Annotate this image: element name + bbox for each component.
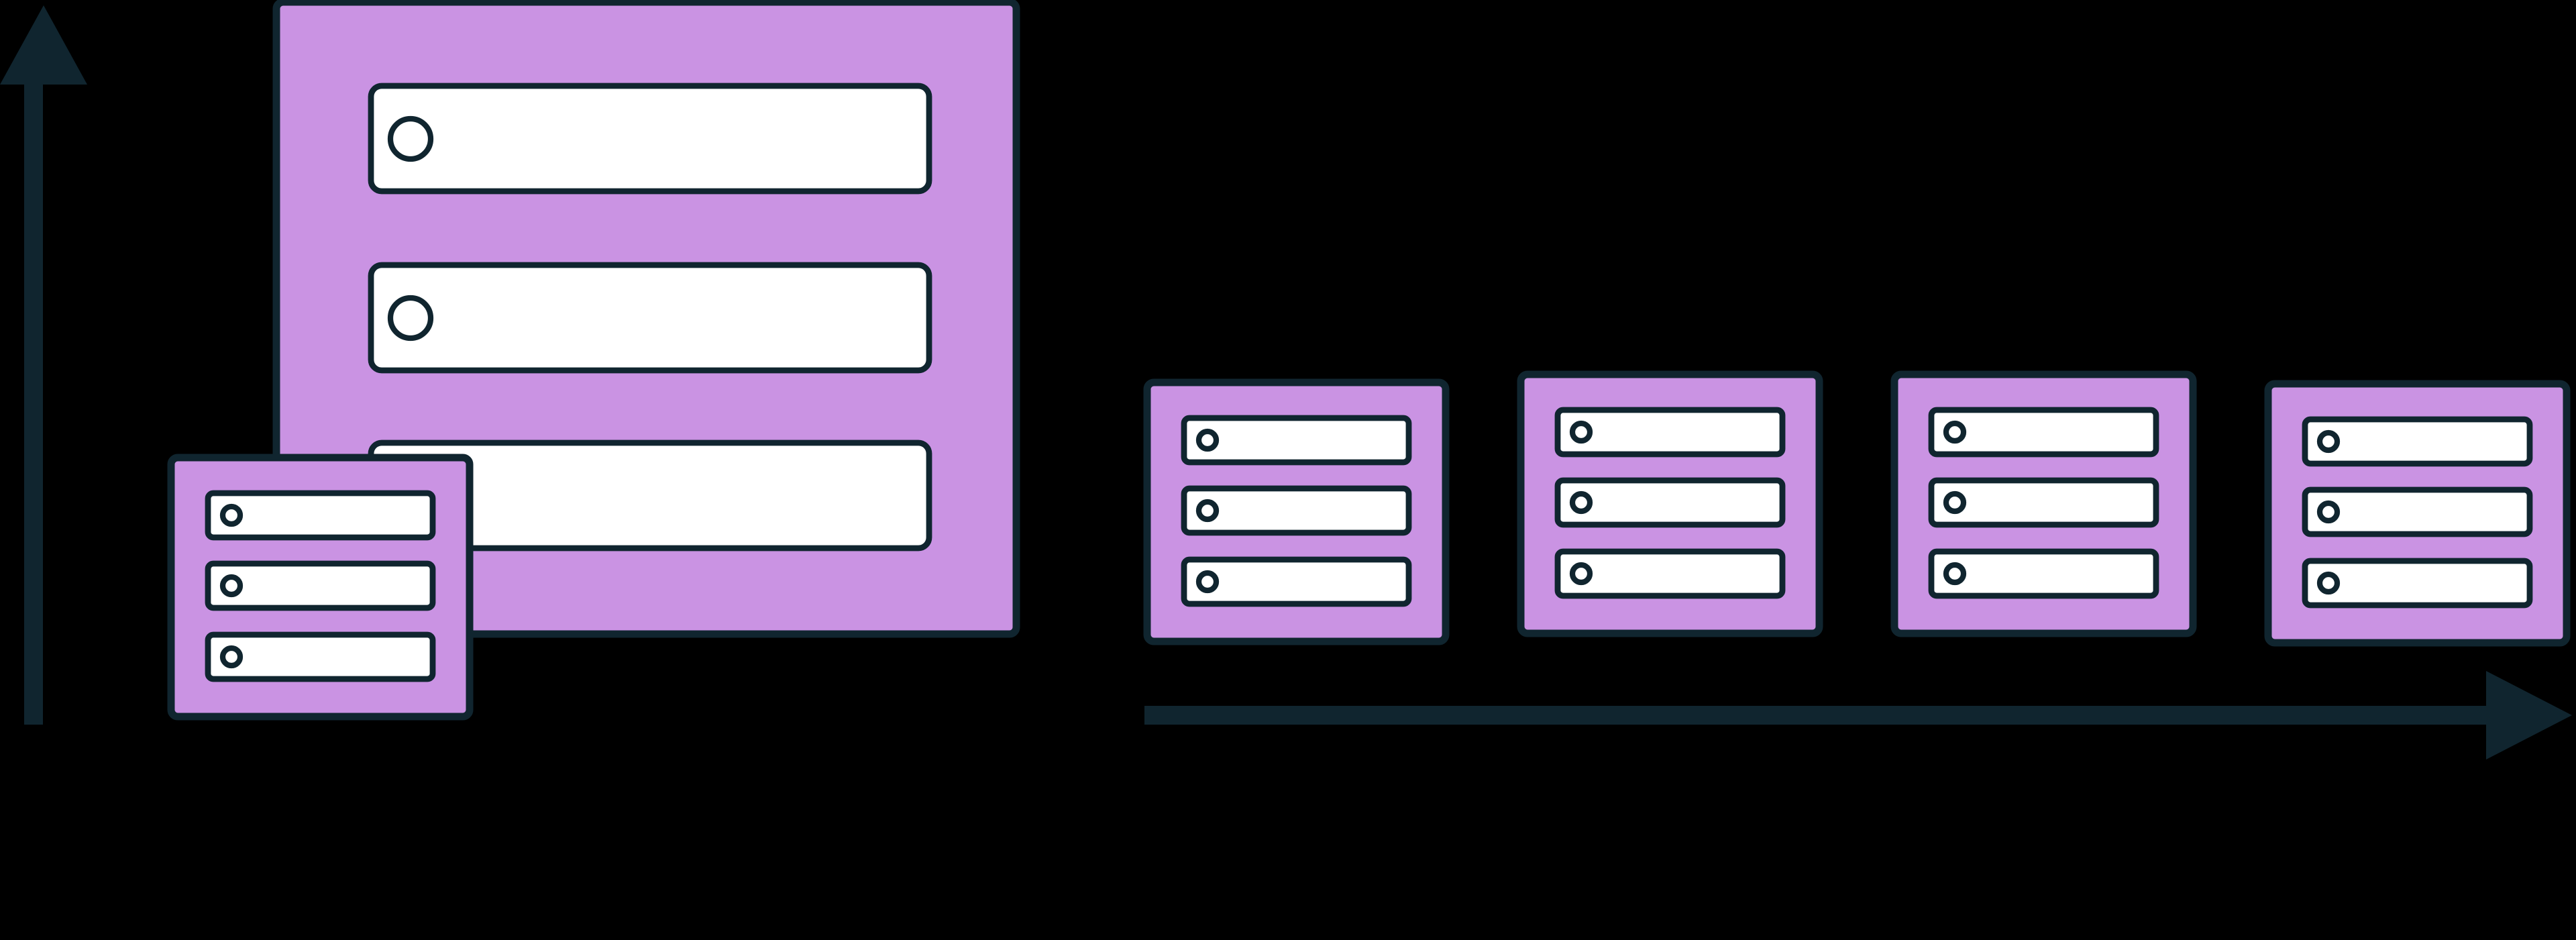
server-slot (1928, 548, 2159, 599)
server-slot (1928, 477, 2159, 528)
slot-led-icon (1195, 570, 1220, 594)
server-slot-bay (1928, 548, 2159, 599)
slot-led-icon (219, 645, 244, 669)
server-slot (2302, 558, 2533, 609)
server-slot-bay (2302, 558, 2533, 609)
server-slot (1181, 556, 1412, 607)
server-slot (1181, 485, 1412, 536)
server-slot-bay (368, 83, 932, 195)
slot-led-icon (387, 115, 434, 162)
server-slot-bay (1181, 485, 1412, 536)
server-slot (2302, 416, 2533, 467)
server-slot-bay (205, 490, 436, 541)
server-slot-bay (205, 560, 436, 611)
server-slot-bay (1181, 556, 1412, 607)
server-slot-bay (2302, 486, 2533, 537)
server-groups (167, 0, 2571, 721)
server-slot (1181, 415, 1412, 466)
server-slot (1554, 477, 1786, 528)
slot-led-icon (1195, 499, 1220, 523)
horizontal-axis-arrowhead (2486, 671, 2572, 760)
slot-led-icon (1943, 420, 1967, 444)
slot-led-icon (2316, 571, 2341, 595)
slot-led-icon (2316, 429, 2341, 454)
server-slot-bay (1554, 407, 1786, 458)
horizontal-axis-shaft (1144, 706, 2489, 725)
server-slot (368, 262, 932, 374)
server-slot-bay (1554, 548, 1786, 599)
scaleout-server-4[interactable] (2264, 380, 2571, 647)
server-slot (1554, 407, 1786, 458)
slot-led-icon (1569, 490, 1593, 515)
server-slot-bay (205, 631, 436, 682)
slot-led-icon (1943, 562, 1967, 586)
server-slot-bay (1181, 415, 1412, 466)
server-slot-bay (1554, 477, 1786, 528)
server-slot-bay (1928, 407, 2159, 458)
slot-led-icon (219, 574, 244, 598)
slot-led-icon (1569, 562, 1593, 586)
vertical-scaling-axis (0, 5, 87, 725)
vertical-scaling-group (167, 0, 1020, 721)
server-slot-bay (368, 262, 932, 374)
slot-led-icon (387, 295, 434, 342)
slot-led-icon (1195, 428, 1220, 452)
server-slot (368, 83, 932, 195)
slot-led-icon (1569, 420, 1593, 444)
small-server-overlay[interactable] (167, 454, 474, 721)
server-slot (205, 560, 436, 611)
slot-led-icon (2316, 500, 2341, 524)
horizontal-scaling-axis (1144, 671, 2572, 760)
slot-led-icon (1943, 490, 1967, 515)
scaleout-server-3[interactable] (1890, 370, 2197, 637)
scaleout-server-1[interactable] (1143, 378, 1450, 645)
server-slot (205, 631, 436, 682)
horizontal-scaling-group (1143, 370, 2571, 647)
server-slot (1928, 407, 2159, 458)
slot-led-icon (219, 503, 244, 527)
server-slot (205, 490, 436, 541)
vertical-axis-shaft (24, 81, 43, 725)
server-slot (1554, 548, 1786, 599)
server-slot (2302, 486, 2533, 537)
server-slot-bay (2302, 416, 2533, 467)
vertical-axis-arrowhead (0, 5, 87, 85)
scaleout-server-2[interactable] (1517, 370, 1823, 637)
server-slot-bay (1928, 477, 2159, 528)
